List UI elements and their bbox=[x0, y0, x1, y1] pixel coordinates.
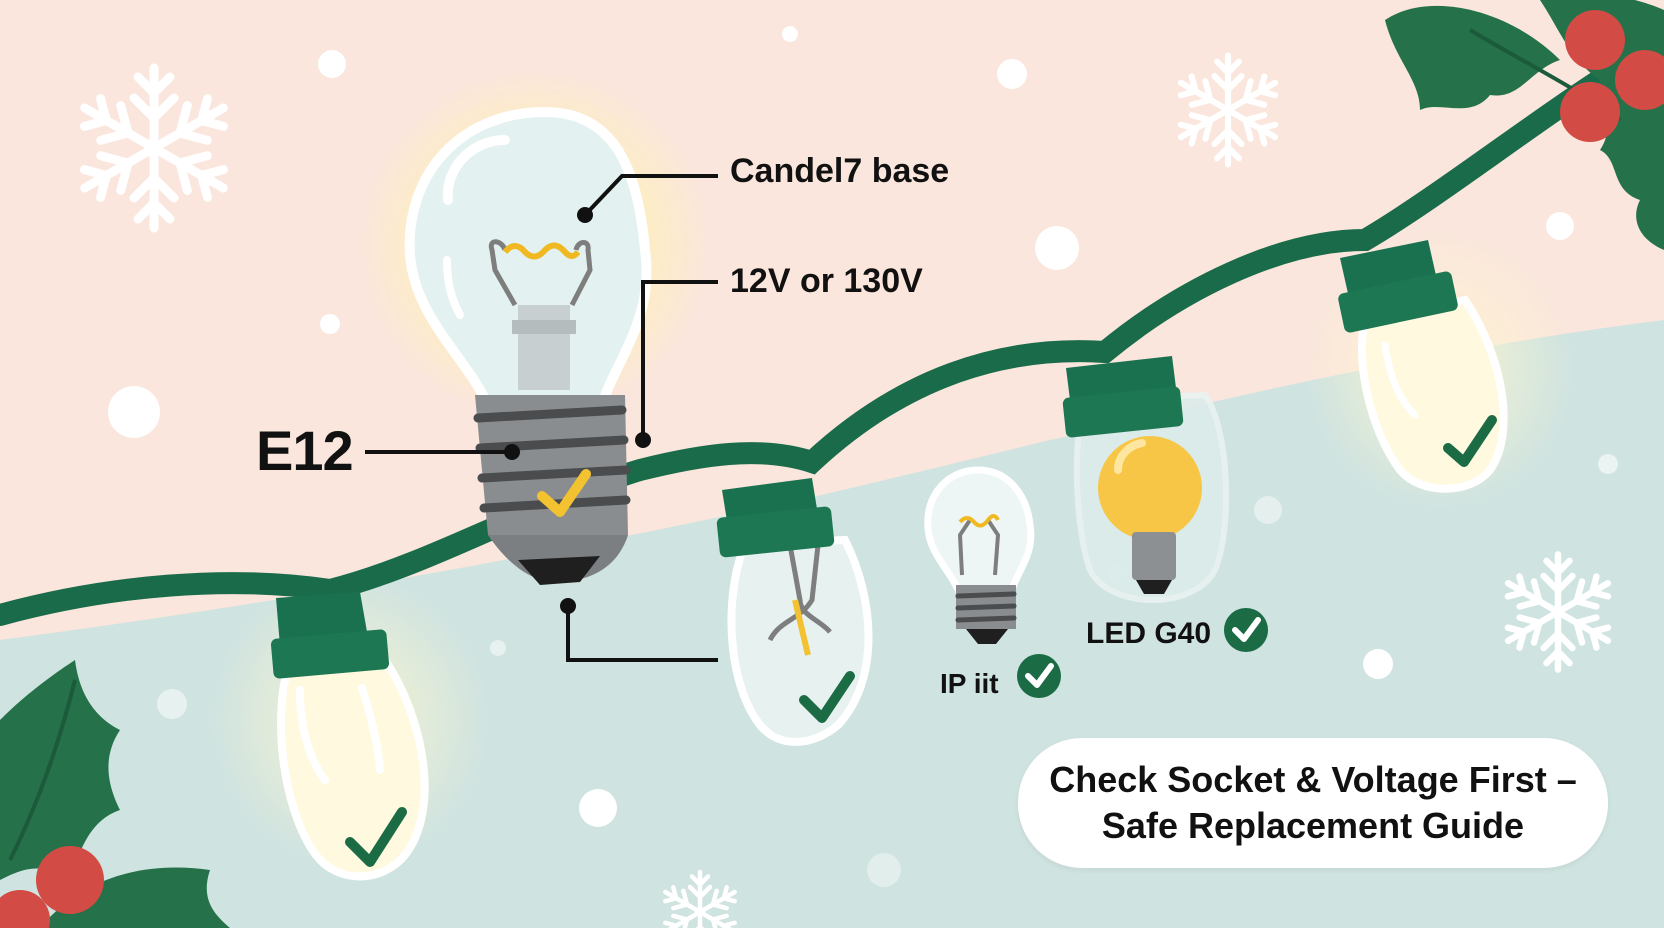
voltage-label: 12V or 130V bbox=[730, 262, 923, 300]
c9-bulb-icon bbox=[1338, 240, 1508, 493]
led-bulb-icon bbox=[1062, 356, 1230, 603]
candle-base-label: Candel7 base bbox=[730, 152, 950, 190]
caption-card: Check Socket & Voltage First – Safe Repl… bbox=[1018, 738, 1608, 868]
led-bulb-label: LED G40 bbox=[1086, 617, 1212, 650]
c9-bulb-icon bbox=[270, 592, 429, 881]
ip-bulb-label: IP iit bbox=[940, 668, 999, 699]
mini-bulb-icon bbox=[924, 466, 1035, 644]
holly-icon bbox=[1385, 0, 1664, 250]
check-icon bbox=[345, 807, 407, 867]
holly-icon bbox=[0, 660, 230, 928]
leader-lines bbox=[365, 174, 718, 662]
check-icon bbox=[799, 671, 855, 723]
caption-line-1: Check Socket & Voltage First – bbox=[1049, 759, 1577, 800]
string-light-wire bbox=[0, 29, 1664, 626]
check-icon bbox=[1017, 654, 1061, 698]
check-icon bbox=[1025, 663, 1054, 688]
check-icon bbox=[1443, 415, 1497, 467]
check-icon bbox=[1224, 608, 1268, 652]
leader-dots bbox=[504, 207, 651, 614]
check-icon bbox=[1232, 617, 1261, 642]
socket-label: E12 bbox=[256, 419, 354, 482]
check-icon bbox=[537, 469, 591, 517]
caption-line-2: Safe Replacement Guide bbox=[1101, 805, 1525, 846]
light-bulb-icon bbox=[404, 106, 652, 585]
